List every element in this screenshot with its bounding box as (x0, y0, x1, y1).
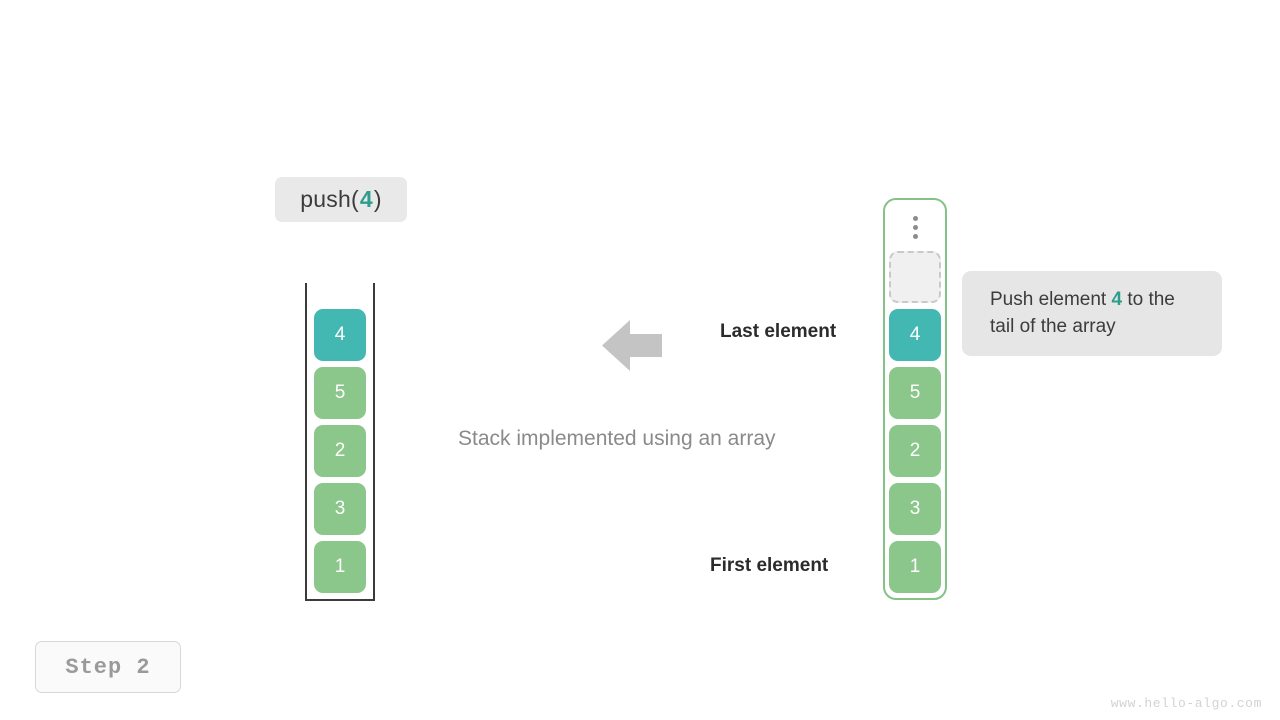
tooltip-text-after: to the tail of the array (990, 289, 1175, 337)
array-items: 1 3 2 5 4 (885, 251, 945, 593)
stack-items: 1 3 2 5 4 (305, 309, 375, 593)
array-cell-new: 4 (889, 309, 941, 361)
annotation-last-element: Last element (720, 321, 837, 342)
step-badge: Step 2 (35, 641, 181, 693)
stack-floor (305, 599, 375, 601)
array-cell: 1 (889, 541, 941, 593)
array-cell: 2 (889, 425, 941, 477)
stack-wall-right (373, 283, 375, 601)
operation-suffix: ) (373, 186, 382, 212)
operation-label: push(4) (275, 177, 407, 222)
tooltip-highlight: 4 (1111, 289, 1123, 310)
array-cell-empty (889, 251, 941, 303)
stack-cell: 3 (314, 483, 366, 535)
array-cell: 3 (889, 483, 941, 535)
vertical-ellipsis-icon (885, 210, 945, 244)
stack-container: 1 3 2 5 4 (305, 283, 375, 601)
array-container: 1 3 2 5 4 (883, 198, 947, 600)
stack-wall-left (305, 283, 307, 601)
annotation-first-element: First element (710, 555, 829, 576)
tooltip-callout: Push element 4 to the tail of the array (962, 271, 1222, 356)
stack-cell: 2 (314, 425, 366, 477)
watermark: www.hello-algo.com (1110, 696, 1262, 711)
stack-cell: 5 (314, 367, 366, 419)
tooltip-text-before: Push element (990, 289, 1112, 310)
stack-cell-top: 4 (314, 309, 366, 361)
array-cell: 5 (889, 367, 941, 419)
stack-cell: 1 (314, 541, 366, 593)
arrow-left-icon (602, 318, 662, 373)
stack-caption: Stack implemented using an array (458, 427, 776, 450)
operation-prefix: push( (300, 186, 359, 212)
operation-argument: 4 (359, 186, 373, 212)
